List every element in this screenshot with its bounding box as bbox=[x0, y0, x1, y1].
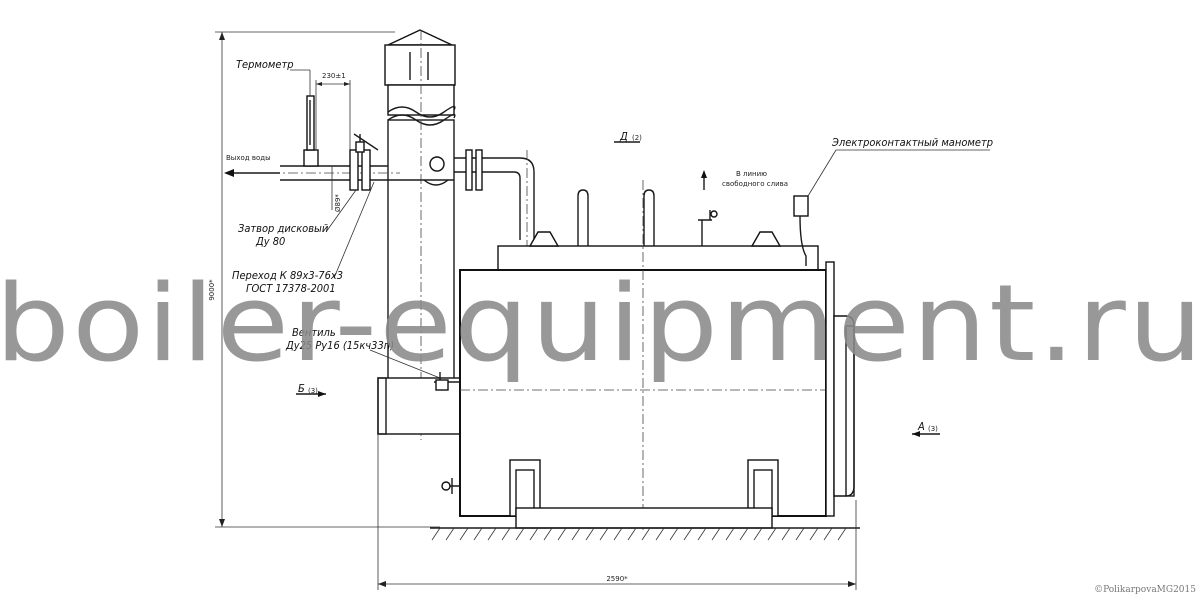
view-d-label: Д bbox=[619, 130, 628, 143]
watermark: boiler-equipment.ru bbox=[0, 262, 1200, 385]
view-b-label: Б bbox=[298, 382, 305, 395]
manometer-label: Электроконтактный манометр bbox=[831, 136, 993, 149]
thermometer-label: Термометр bbox=[236, 58, 294, 71]
ventil-label-2: Ду25 Ру16 (15кч33п) bbox=[285, 339, 394, 352]
transition-label-1: Переход К 89х3-76х3 bbox=[232, 269, 343, 282]
height-dimension: 9000* bbox=[208, 31, 440, 528]
view-b-sheet: (3) bbox=[308, 387, 318, 395]
transition-label-2: ГОСТ 17378-2001 bbox=[246, 282, 336, 295]
view-a-sheet: (3) bbox=[928, 425, 938, 433]
ground-and-width: 2590* bbox=[377, 434, 860, 590]
view-a-label: А bbox=[917, 420, 925, 433]
drain-label-2: свободного слива bbox=[722, 180, 788, 188]
width-dim-label: 2590* bbox=[606, 575, 628, 583]
disc-valve-label-2: Ду 80 bbox=[255, 235, 285, 248]
copyright-text: ©PolikarpovaMG2015 bbox=[1094, 585, 1196, 595]
water-out-label: Выход воды bbox=[226, 154, 271, 162]
view-markers bbox=[296, 141, 990, 437]
boiler-body bbox=[434, 180, 855, 530]
return-pipework bbox=[454, 149, 535, 250]
chimney bbox=[377, 29, 461, 440]
height-dim-label: 9000* bbox=[208, 279, 216, 301]
drain-label-1: В линию bbox=[736, 170, 767, 178]
ventil-label-1: Вентиль bbox=[292, 326, 336, 339]
view-d-sheet: (2) bbox=[632, 134, 642, 142]
dim-230-label: 230±1 bbox=[322, 72, 346, 80]
disc-valve-label-1: Затвор дисковый bbox=[238, 222, 329, 235]
dia-89-label: Ø89* bbox=[334, 194, 342, 212]
outlet-pipework bbox=[224, 69, 441, 379]
